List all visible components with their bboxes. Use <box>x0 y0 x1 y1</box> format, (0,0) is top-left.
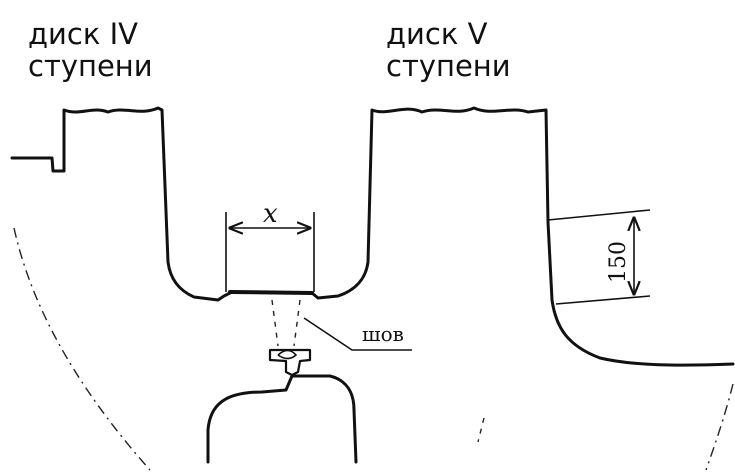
disk-iv-label-line2: ступени <box>28 49 153 83</box>
gap-dimension-label: x <box>263 199 278 229</box>
gap-dimension <box>225 212 315 292</box>
disk-v-label: диск V ступени <box>386 18 511 82</box>
weld-label: шов <box>362 322 404 346</box>
left-body-contour <box>13 227 151 471</box>
height-dimension <box>547 209 651 305</box>
weld-leader-line <box>303 317 412 351</box>
disk-v-outline <box>310 106 735 367</box>
disk-iv-label-line1: диск IV <box>28 17 138 51</box>
gap-bottom-edge <box>228 290 314 295</box>
disk-iv-outline <box>10 106 232 302</box>
rim-body-outline <box>206 374 358 464</box>
weld-centerline-left <box>271 299 279 347</box>
disk-v-label-line2: ступени <box>386 49 511 83</box>
right-body-contour <box>705 383 734 471</box>
disk-v-label-line1: диск V <box>386 17 488 51</box>
height-dimension-label: 150 <box>606 241 631 283</box>
weld-centerline-right <box>293 299 301 347</box>
disk-iv-label: диск IV ступени <box>28 18 153 82</box>
center-mark <box>477 417 485 443</box>
weld-icon <box>268 348 312 377</box>
